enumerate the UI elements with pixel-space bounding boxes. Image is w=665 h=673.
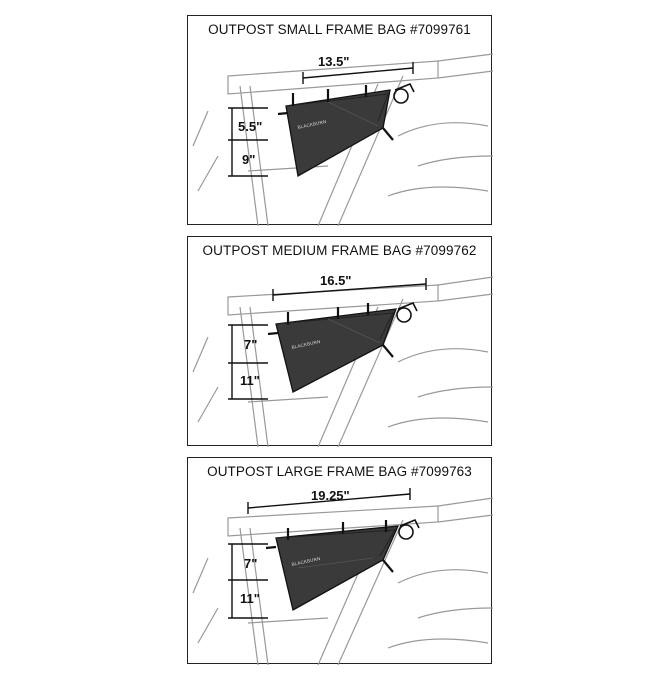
frame-bag-illustration: BLACKBURN 16.5" 7" 11" — [192, 273, 493, 447]
panel-title: OUTPOST SMALL FRAME BAG #7099761 — [208, 22, 471, 37]
strap — [277, 111, 289, 116]
upper-height-label: 7" — [244, 556, 257, 571]
handlebar-clamp-icon — [393, 82, 415, 104]
brand-logo: BLACKBURN — [291, 556, 321, 567]
length-label: 16.5" — [320, 273, 351, 288]
length-label: 19.25" — [311, 488, 350, 503]
length-label: 13.5" — [318, 54, 349, 69]
frame-bag-illustration: BLACKBURN 13.5" 5.5" 9" — [192, 53, 493, 226]
medium-frame-bag-panel: OUTPOST MEDIUM FRAME BAG #7099762 BLACKB… — [187, 236, 493, 447]
lower-height-label: 11" — [240, 373, 260, 388]
length-dimension-line — [272, 283, 427, 296]
length-dimension-line — [302, 67, 414, 79]
length-dimension-line — [247, 493, 411, 509]
panel-title: OUTPOST LARGE FRAME BAG #7099763 — [207, 464, 472, 479]
brand-logo: BLACKBURN — [297, 119, 327, 130]
frame-bag: BLACKBURN — [285, 89, 391, 178]
lower-height-label: 11" — [240, 591, 260, 606]
strap — [267, 331, 279, 336]
brand-logo: BLACKBURN — [291, 339, 321, 350]
panel-title: OUTPOST MEDIUM FRAME BAG #7099762 — [202, 243, 477, 258]
upper-height-label: 7" — [244, 337, 257, 352]
handlebar-clamp-icon — [398, 518, 420, 540]
small-frame-bag-panel: OUTPOST SMALL FRAME BAG #7099761 BLACKBU… — [187, 15, 493, 226]
frame-bag: BLACKBURN — [275, 525, 400, 611]
lower-height-label: 9" — [242, 152, 255, 167]
strap — [382, 127, 394, 141]
strap — [382, 344, 394, 358]
strap — [382, 559, 394, 573]
handlebar-clamp-icon — [396, 301, 418, 323]
upper-height-label: 5.5" — [238, 119, 262, 134]
large-frame-bag-panel: OUTPOST LARGE FRAME BAG #7099763 BLACKBU… — [187, 457, 493, 665]
strap — [265, 545, 277, 550]
frame-bag: BLACKBURN — [275, 308, 397, 393]
frame-bag-illustration: BLACKBURN 19.25" 7" 11" — [192, 488, 493, 665]
